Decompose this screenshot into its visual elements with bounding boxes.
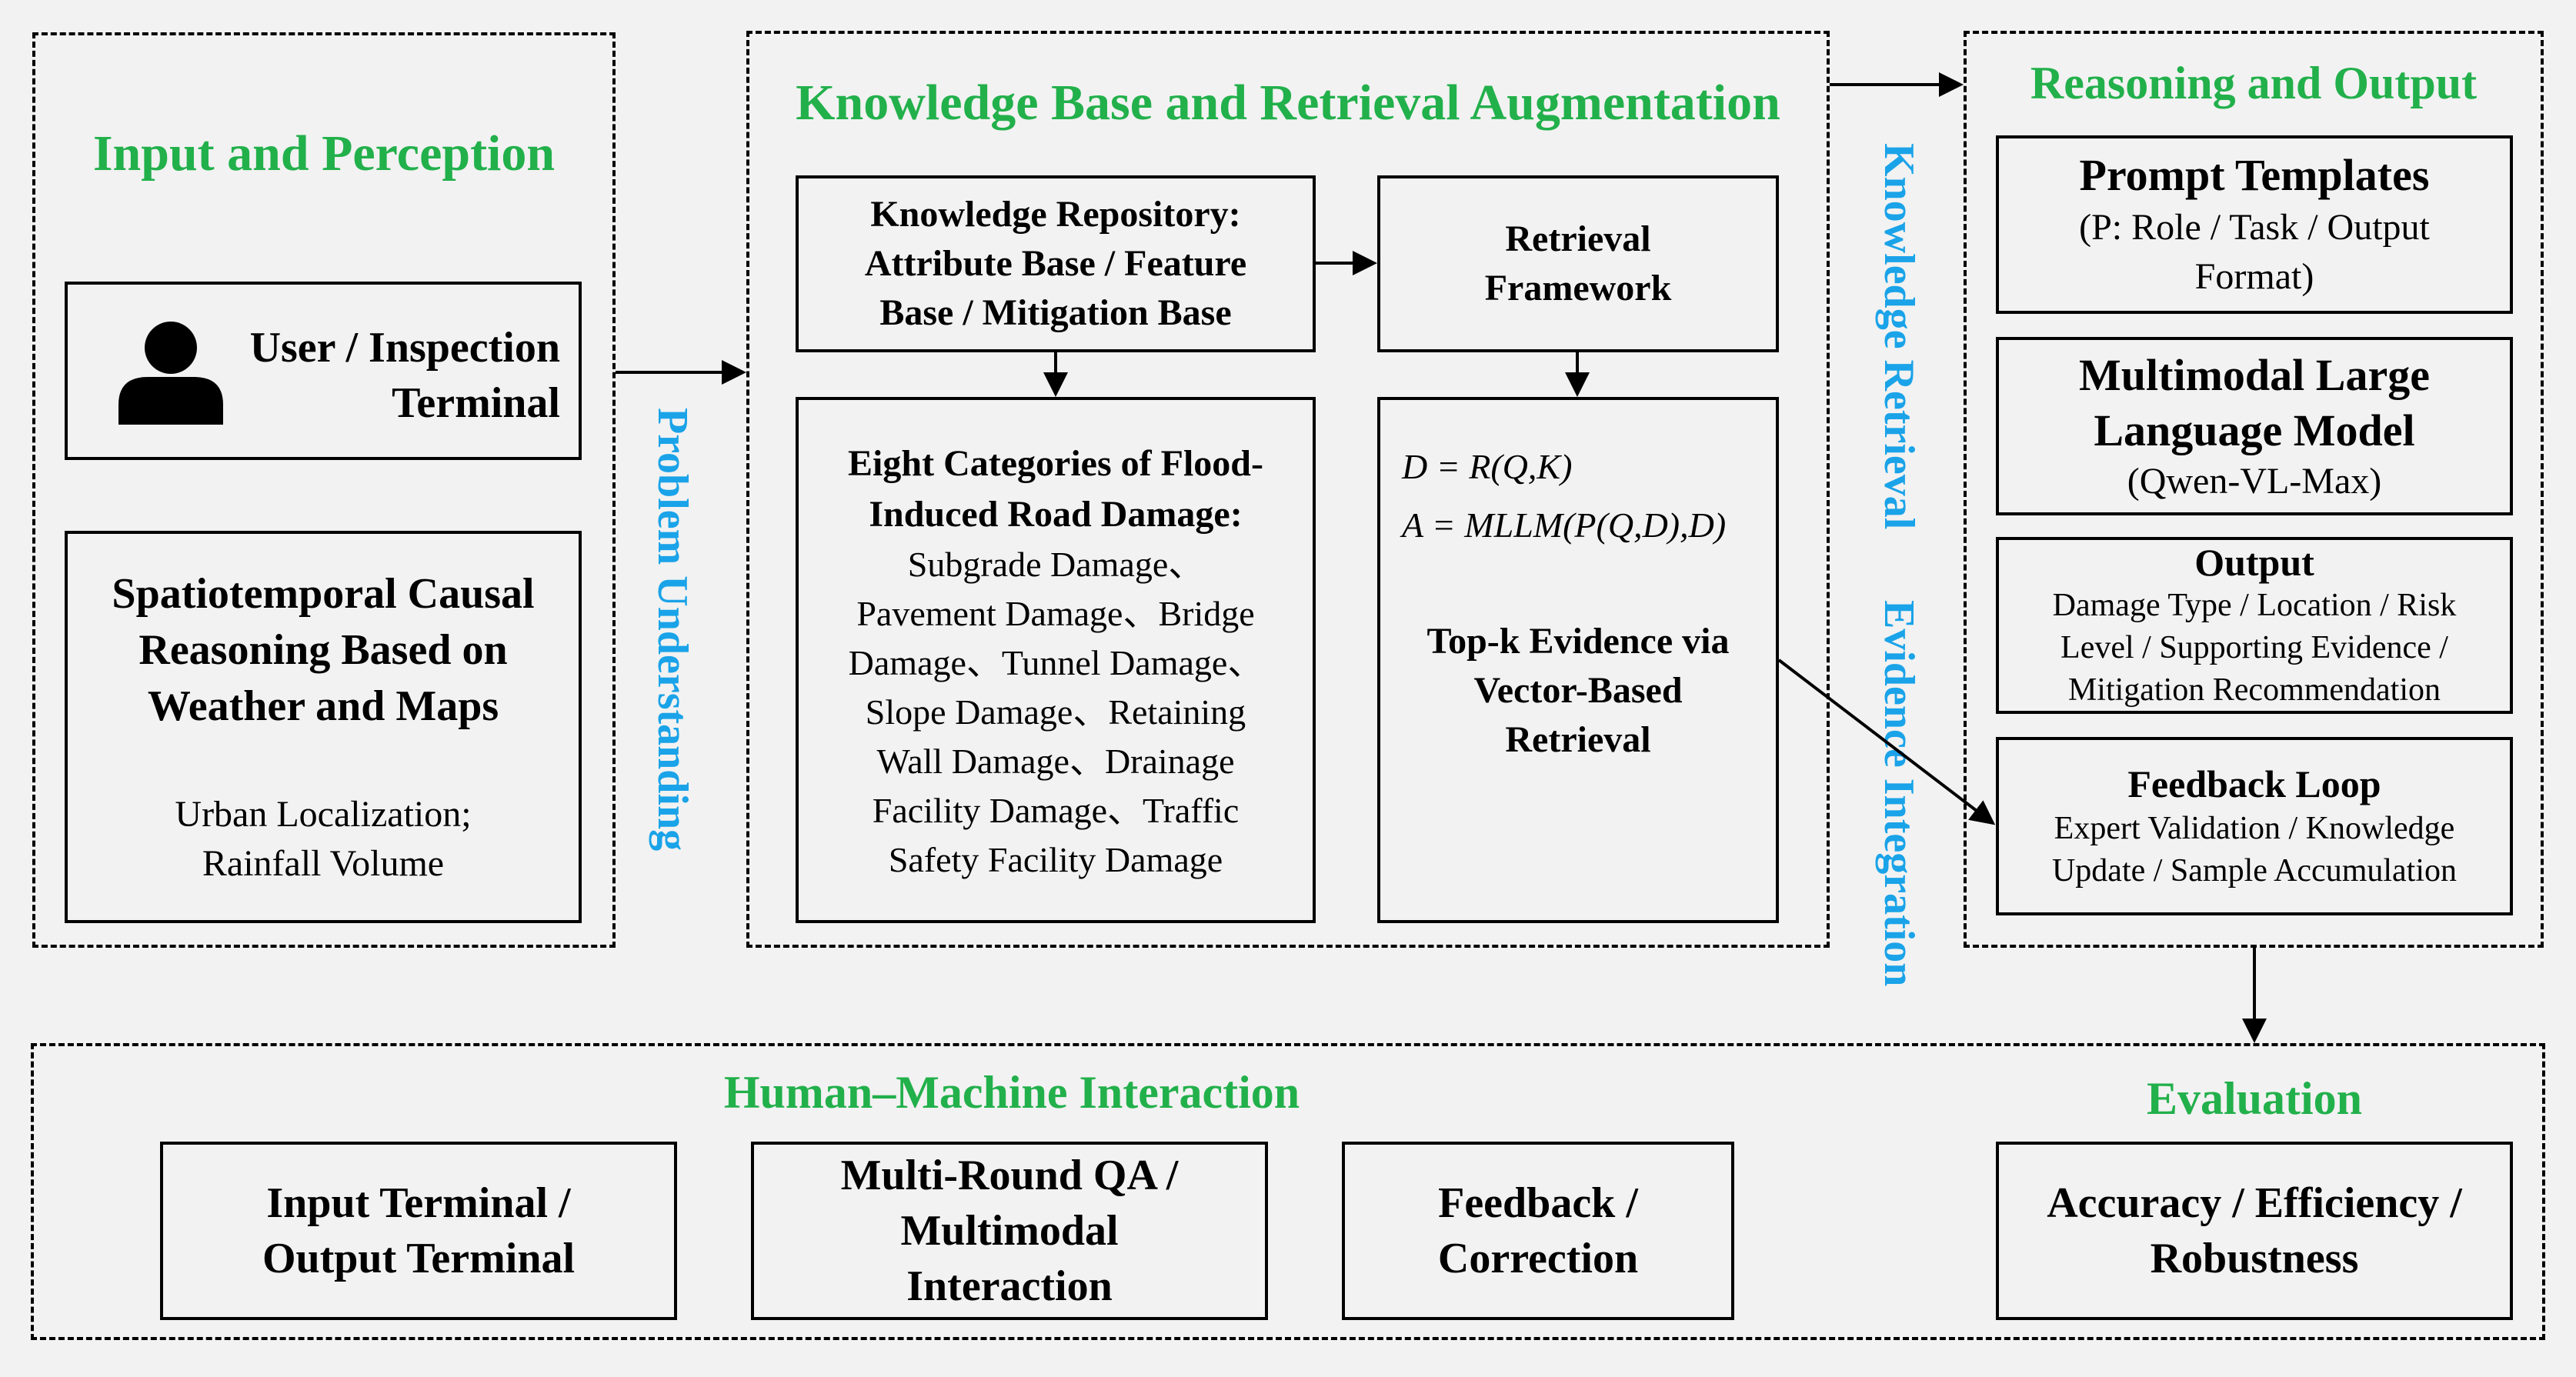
hmi-evaluation-panel xyxy=(31,1043,2545,1340)
prompt-detail-line: Format) xyxy=(2194,256,2314,297)
user-terminal-line2: Terminal xyxy=(392,379,560,427)
spatiotemporal-title: Spatiotemporal Causal Reasoning Based on… xyxy=(112,566,534,735)
input-perception-title: Input and Perception xyxy=(92,125,556,182)
knowledge-base-title: Knowledge Base and Retrieval Augmentatio… xyxy=(796,75,1780,131)
prompt-templates-title: Prompt Templates xyxy=(2079,150,2430,200)
input-perception-panel xyxy=(32,32,616,948)
feedback-correction-line: Correction xyxy=(1437,1235,1639,1282)
damage-category-line: Facility Damage、Traffic xyxy=(872,791,1240,830)
output-detail: Damage Type / Location / Risk Level / Su… xyxy=(2053,585,2457,712)
spatiotemporal-detail-line: Urban Localization; xyxy=(175,793,472,835)
formula-retrieval: D = R(Q,K) xyxy=(1402,447,1573,486)
output-title: Output xyxy=(2194,540,2314,584)
evidence-integration-label: Evidence Integration xyxy=(1875,600,1923,987)
multi-round-qa-box: Multi-Round QA / Multimodal Interaction xyxy=(751,1142,1268,1320)
knowledge-repository-box: Knowledge Repository: Attribute Base / F… xyxy=(796,175,1316,352)
reasoning-output-title: Reasoning and Output xyxy=(2030,58,2478,108)
feedback-correction-box: Feedback / Correction xyxy=(1342,1142,1734,1320)
evaluation-metrics-box: Accuracy / Efficiency / Robustness xyxy=(1996,1142,2513,1320)
multi-round-line: Multimodal xyxy=(900,1207,1119,1255)
metrics-line: Accuracy / Efficiency / xyxy=(2047,1179,2462,1227)
feedback-loop-detail: Expert Validation / Knowledge Update / S… xyxy=(2052,808,2457,892)
damage-title-line: Induced Road Damage: xyxy=(869,494,1243,535)
formula-mllm: A = MLLM(P(Q,D),D) xyxy=(1402,505,1727,545)
user-terminal-label: User / Inspection Terminal xyxy=(250,320,560,431)
prompt-templates-detail: (P: Role / Task / Output Format) xyxy=(2079,203,2430,302)
evaluation-title: Evaluation xyxy=(2146,1073,2363,1124)
spatiotemporal-box: Spatiotemporal Causal Reasoning Based on… xyxy=(65,531,582,923)
reasoning-output-panel xyxy=(1964,31,2544,948)
topk-evidence-label: Top-k Evidence via Vector-Based Retrieva… xyxy=(1380,617,1776,765)
spatiotemporal-detail: Urban Localization; Rainfall Volume xyxy=(175,790,471,889)
output-box: Output Damage Type / Location / Risk Lev… xyxy=(1996,537,2513,714)
spatiotemporal-title-line: Spatiotemporal Causal xyxy=(112,569,535,618)
prompt-detail-line: (P: Role / Task / Output xyxy=(2079,207,2430,248)
prompt-templates-box: Prompt Templates (P: Role / Task / Outpu… xyxy=(1996,135,2513,314)
feedback-loop-box: Feedback Loop Expert Validation / Knowle… xyxy=(1996,737,2513,915)
hmi-title: Human–Machine Interaction xyxy=(723,1067,1300,1118)
multi-round-line: Multi-Round QA / xyxy=(840,1152,1179,1199)
retrieval-framework-line: Retrieval xyxy=(1505,218,1651,259)
problem-understanding-label: Problem Understanding xyxy=(649,408,696,852)
io-terminal-line: Input Terminal / xyxy=(266,1179,571,1227)
damage-category-line: Damage、Tunnel Damage、 xyxy=(848,643,1263,682)
feedback-detail-line: Update / Sample Accumulation xyxy=(2051,853,2458,889)
knowledge-base-panel xyxy=(746,31,1830,948)
mllm-title-line: Multimodal Large xyxy=(2079,350,2430,400)
output-detail-line: Mitigation Recommendation xyxy=(2067,672,2441,708)
feedback-correction-line: Feedback / xyxy=(1438,1179,1638,1227)
retrieval-framework-box: Retrieval Framework xyxy=(1377,175,1779,352)
damage-categories-box: Eight Categories of Flood- Induced Road … xyxy=(796,397,1316,923)
knowledge-retrieval-label: Knowledge Retrieval xyxy=(1875,143,1923,530)
topk-line: Retrieval xyxy=(1505,719,1651,760)
spatiotemporal-title-line: Reasoning Based on xyxy=(138,625,508,674)
arrow-evidence-to-feedback xyxy=(1777,658,1996,825)
topk-line: Vector-Based xyxy=(1473,670,1683,711)
mllm-title: Multimodal Large Language Model xyxy=(2079,348,2430,458)
retrieval-framework-line: Framework xyxy=(1484,268,1672,308)
repository-line: Attribute Base / Feature xyxy=(864,243,1247,284)
io-terminal-line: Output Terminal xyxy=(262,1235,576,1282)
spatiotemporal-detail-line: Rainfall Volume xyxy=(202,842,445,884)
damage-category-line: Safety Facility Damage xyxy=(888,840,1223,879)
damage-categories-list: Subgrade Damage、 Pavement Damage、Bridge … xyxy=(799,540,1313,885)
damage-category-line: Pavement Damage、Bridge xyxy=(856,594,1255,633)
feedback-detail-line: Expert Validation / Knowledge xyxy=(2054,811,2455,846)
repository-line: Knowledge Repository: xyxy=(870,194,1241,235)
user-icon xyxy=(118,322,223,425)
mllm-box: Multimodal Large Language Model (Qwen-VL… xyxy=(1996,337,2513,515)
damage-categories-title: Eight Categories of Flood- Induced Road … xyxy=(799,438,1313,540)
mllm-detail: (Qwen-VL-Max) xyxy=(2127,461,2382,502)
spatiotemporal-title-line: Weather and Maps xyxy=(147,682,499,730)
damage-title-line: Eight Categories of Flood- xyxy=(848,443,1263,484)
output-detail-line: Level / Supporting Evidence / xyxy=(2060,629,2448,665)
damage-category-line: Wall Damage、Drainage xyxy=(876,742,1235,781)
multi-round-line: Interaction xyxy=(906,1262,1113,1310)
user-terminal-box: User / Inspection Terminal xyxy=(65,282,582,460)
repository-line: Base / Mitigation Base xyxy=(879,292,1232,333)
io-terminal-box: Input Terminal / Output Terminal xyxy=(160,1142,677,1320)
mllm-title-line: Language Model xyxy=(2094,405,2415,455)
topk-line: Top-k Evidence via xyxy=(1426,621,1730,662)
user-terminal-line1: User / Inspection xyxy=(249,324,560,372)
output-detail-line: Damage Type / Location / Risk xyxy=(2052,587,2457,623)
damage-category-line: Slope Damage、Retaining xyxy=(865,692,1246,732)
metrics-line: Robustness xyxy=(2150,1235,2359,1282)
damage-category-line: Subgrade Damage、 xyxy=(907,545,1204,584)
retrieval-formula-box: D = R(Q,K) A = MLLM(P(Q,D),D) Top-k Evid… xyxy=(1377,397,1779,923)
feedback-loop-title: Feedback Loop xyxy=(2127,762,2381,805)
